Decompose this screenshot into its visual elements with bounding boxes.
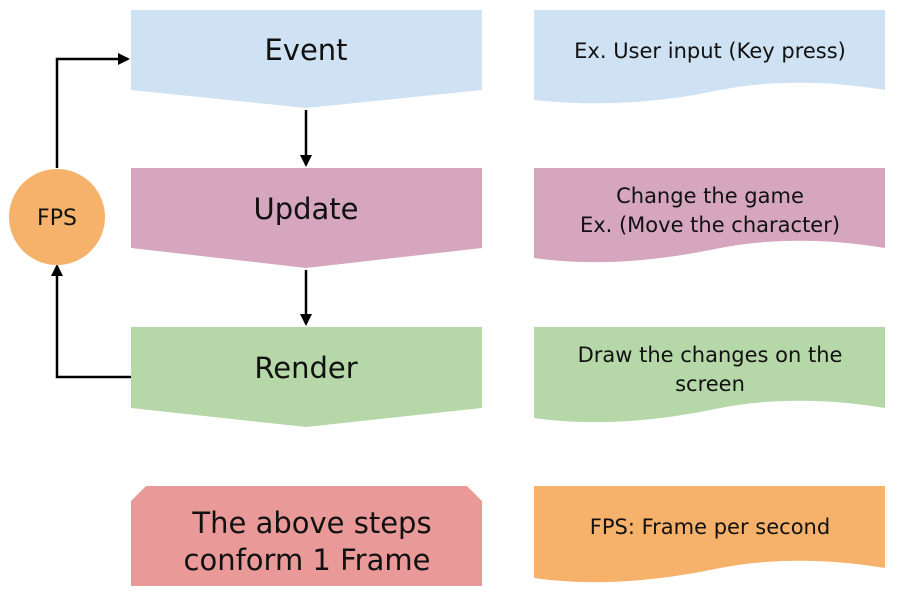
stage-event-label: Event: [264, 33, 347, 67]
stage-render-shape: [131, 327, 482, 427]
stage-update: Update: [131, 168, 482, 268]
fps-node: FPS: [9, 169, 105, 265]
stage-event: Event: [131, 10, 482, 108]
note-update: Change the game Ex. (Move the character): [534, 168, 885, 263]
note-update-line-1: Change the game: [616, 184, 804, 208]
frame-box: The above steps conform 1 Frame: [131, 486, 482, 586]
note-update-shape: [534, 168, 885, 263]
frame-box-shape: [131, 486, 482, 586]
arrow-fps-to-event: [55, 53, 130, 168]
fps-note-label: FPS: Frame per second: [590, 515, 830, 539]
frame-box-line-1: The above steps: [191, 506, 431, 540]
note-update-line-2: Ex. (Move the character): [580, 213, 840, 237]
stage-render-label: Render: [254, 351, 357, 385]
frame-box-line-2: conform 1 Frame: [184, 543, 431, 577]
note-event-shape: [534, 10, 885, 104]
stage-update-label: Update: [253, 192, 358, 226]
fps-node-circle: [9, 169, 105, 265]
note-render-line-2: screen: [675, 372, 745, 396]
note-event-line-1: Ex. User input (Key press): [574, 39, 846, 63]
fps-note-shape: [534, 486, 885, 583]
arrow-render-to-fps: [51, 264, 131, 379]
note-event: Ex. User input (Key press): [534, 10, 885, 104]
note-render-shape: [534, 327, 885, 423]
stage-update-shape: [131, 168, 482, 268]
fps-node-label: FPS: [37, 206, 77, 231]
note-render-line-1: Draw the changes on the: [578, 343, 843, 367]
fps-note: FPS: Frame per second: [534, 486, 885, 583]
stage-render: Render: [131, 327, 482, 427]
stage-event-shape: [131, 10, 482, 108]
note-render: Draw the changes on the screen: [534, 327, 885, 423]
